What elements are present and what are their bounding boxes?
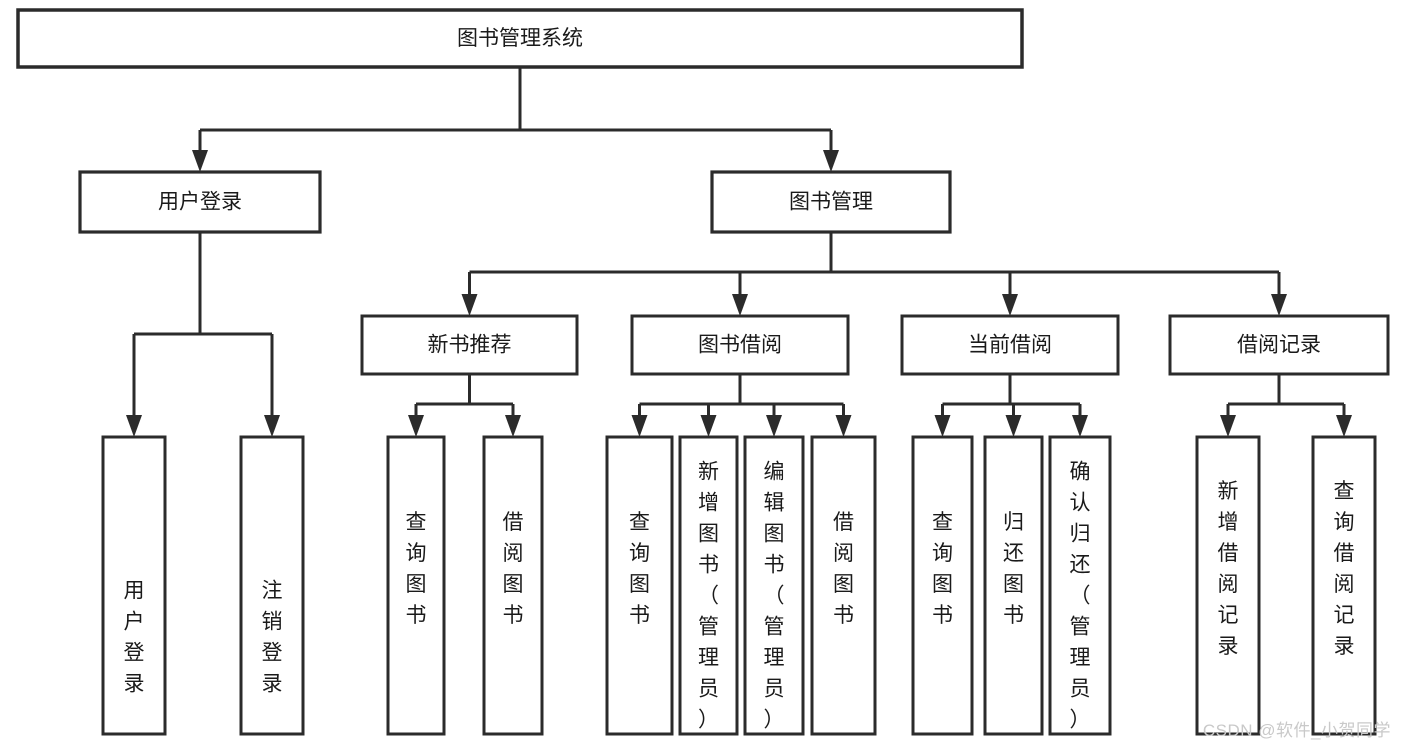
node-l-bk-add[interactable]: 新增图书（管理员） <box>678 435 739 736</box>
connector-group-n_current <box>934 374 1088 437</box>
node-l-bk-edit[interactable]: 编辑图书（管理员） <box>743 435 805 736</box>
csdn-watermark: CSDN @软件_小贺同学 <box>1202 721 1391 740</box>
node-rect <box>78 170 322 234</box>
node-root[interactable]: 图书管理系统 <box>16 8 1024 69</box>
node-n-book-manage[interactable]: 图书管理 <box>710 170 952 234</box>
node-rect <box>810 435 877 736</box>
node-label: 查询图书 <box>629 511 650 627</box>
node-l-rec-query[interactable]: 查询借阅记录 <box>1311 435 1377 736</box>
node-rect <box>605 435 674 736</box>
node-label: 借阅记录 <box>1237 334 1321 357</box>
node-label: 新增图书（管理员） <box>698 460 719 731</box>
node-n-borrow[interactable]: 图书借阅 <box>630 314 850 376</box>
node-n-records[interactable]: 借阅记录 <box>1168 314 1390 376</box>
node-rect <box>360 314 579 376</box>
connector-layer <box>126 67 1352 437</box>
node-rect <box>630 314 850 376</box>
node-l-bk-borrow[interactable]: 借阅图书 <box>810 435 877 736</box>
node-label: 图书管理 <box>789 191 873 214</box>
node-rect <box>900 314 1120 376</box>
node-l-nb-query[interactable]: 查询图书 <box>386 435 446 736</box>
connector-group-n_records <box>1220 374 1352 437</box>
node-rect <box>983 435 1044 736</box>
node-n-new-books[interactable]: 新书推荐 <box>360 314 579 376</box>
node-rect <box>710 170 952 234</box>
node-label: 查询图书 <box>406 511 427 627</box>
node-rect <box>678 435 739 736</box>
node-rect <box>386 435 446 736</box>
node-label: 编辑图书（管理员） <box>764 460 785 731</box>
node-l-user-login[interactable]: 用户登录 <box>101 435 167 736</box>
node-label: 借阅图书 <box>833 511 854 627</box>
node-rect <box>482 435 544 736</box>
node-l-cur-query[interactable]: 查询图书 <box>911 435 974 736</box>
node-rect <box>911 435 974 736</box>
node-l-rec-add[interactable]: 新增借阅记录 <box>1195 435 1261 736</box>
node-label: 当前借阅 <box>968 334 1052 357</box>
node-rect <box>101 435 167 736</box>
node-label: 新增借阅记录 <box>1218 480 1239 658</box>
node-n-current[interactable]: 当前借阅 <box>900 314 1120 376</box>
connector-group-n_user_login <box>126 232 280 437</box>
node-rect <box>1168 314 1390 376</box>
node-l-cur-confirm[interactable]: 确认归还（管理员） <box>1048 435 1112 736</box>
node-label: 图书管理系统 <box>457 27 583 50</box>
node-label: 注销登录 <box>262 579 283 695</box>
node-label: 查询图书 <box>932 511 953 627</box>
connector-group-n_book_manage <box>461 232 1287 316</box>
node-rect <box>16 8 1024 69</box>
node-layer: 图书管理系统用户登录图书管理新书推荐图书借阅当前借阅借阅记录用户登录注销登录查询… <box>16 8 1390 736</box>
node-label: 确认归还（管理员） <box>1070 460 1091 731</box>
node-l-cur-return[interactable]: 归还图书 <box>983 435 1044 736</box>
connector-group-n_borrow <box>631 374 852 437</box>
node-rect <box>1195 435 1261 736</box>
node-label: 用户登录 <box>158 191 242 214</box>
node-n-user-login[interactable]: 用户登录 <box>78 170 322 234</box>
node-label: 新书推荐 <box>428 334 512 357</box>
node-label: 归还图书 <box>1003 511 1024 627</box>
node-label: 用户登录 <box>124 579 145 695</box>
connector-group-n_new_books <box>408 374 521 437</box>
node-label: 借阅图书 <box>503 511 524 627</box>
node-label: 查询借阅记录 <box>1334 480 1355 658</box>
node-l-user-logout[interactable]: 注销登录 <box>239 435 305 736</box>
node-rect <box>1311 435 1377 736</box>
node-rect <box>743 435 805 736</box>
node-rect <box>239 435 305 736</box>
node-l-bk-query[interactable]: 查询图书 <box>605 435 674 736</box>
node-rect <box>1048 435 1112 736</box>
connector-group-root <box>192 67 839 172</box>
node-l-nb-borrow[interactable]: 借阅图书 <box>482 435 544 736</box>
node-label: 图书借阅 <box>698 334 782 357</box>
